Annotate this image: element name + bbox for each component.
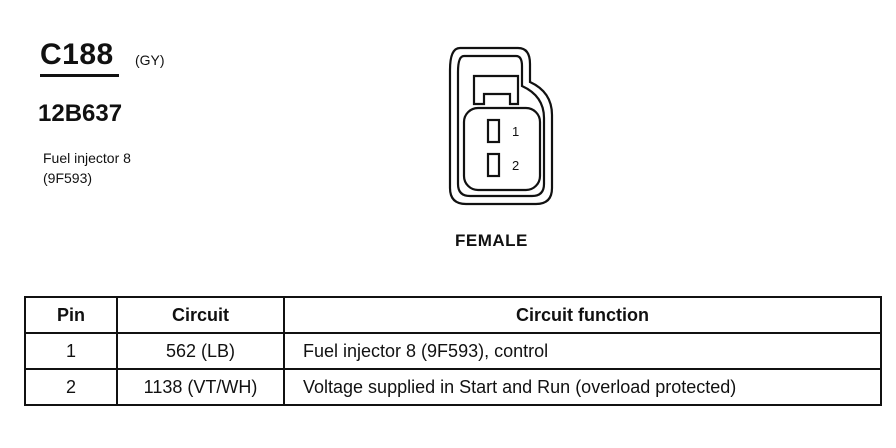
cell-pin: 2: [24, 368, 118, 406]
pin-label-1: 1: [512, 124, 519, 139]
component-name: Fuel injector 8: [43, 150, 131, 166]
pin-cavity-block: [462, 106, 542, 192]
table-row: 1 562 (LB) Fuel injector 8 (9F593), cont…: [24, 332, 882, 370]
connector-gender-label: FEMALE: [455, 231, 528, 250]
table-row: 2 1138 (VT/WH) Voltage supplied in Start…: [24, 368, 882, 406]
header-circuit-function: Circuit function: [283, 296, 882, 334]
pinout-table: Pin Circuit Circuit function 1 562 (LB) …: [24, 296, 882, 406]
table-header-row: Pin Circuit Circuit function: [24, 296, 882, 334]
connector-id: C188: [40, 38, 114, 71]
connector-face-diagram: 1 2: [448, 46, 554, 206]
connector-housing-inner: [456, 54, 546, 198]
header-circuit: Circuit: [116, 296, 285, 334]
connector-housing-outer: [448, 46, 554, 206]
cell-circuit-function: Voltage supplied in Start and Run (overl…: [283, 368, 882, 406]
header-pin: Pin: [24, 296, 118, 334]
connector-color: (GY): [135, 52, 165, 68]
cell-circuit-function: Fuel injector 8 (9F593), control: [283, 332, 882, 370]
pin-terminal-1: [486, 118, 501, 144]
locking-tab: [472, 74, 520, 106]
component-code: (9F593): [43, 170, 93, 186]
part-number: 12B637: [38, 100, 123, 127]
cell-circuit: 562 (LB): [116, 332, 285, 370]
connector-id-underline: [40, 74, 119, 77]
pin-label-2: 2: [512, 158, 519, 173]
pin-terminal-2: [486, 152, 501, 178]
cell-circuit: 1138 (VT/WH): [116, 368, 285, 406]
cell-pin: 1: [24, 332, 118, 370]
